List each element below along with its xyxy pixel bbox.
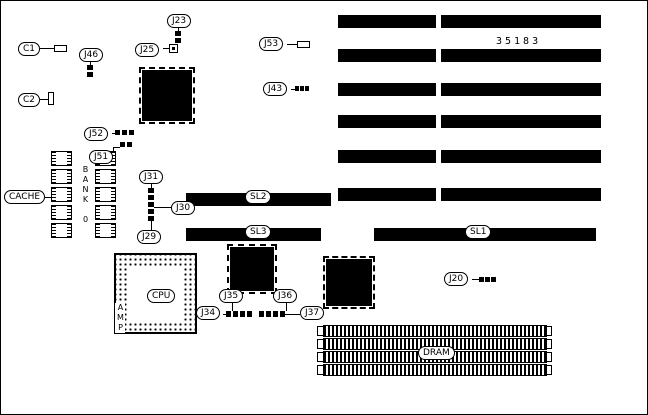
j43-jumper — [295, 86, 309, 91]
label-dram: DRAM — [418, 346, 455, 360]
slot-key-notch — [436, 150, 441, 163]
simm-socket-4 — [323, 364, 547, 376]
label-j43: J43 — [263, 82, 288, 96]
label-sl3: SL3 — [245, 225, 272, 239]
label-j31: J31 — [139, 170, 164, 184]
expansion-slot-4 — [338, 115, 601, 128]
chip-pin-fringe — [227, 244, 277, 294]
leader-line — [113, 147, 120, 148]
leader-line — [112, 133, 115, 134]
j52-jumper — [115, 130, 134, 135]
controller-chip — [142, 70, 192, 121]
label-j46: J46 — [79, 48, 104, 62]
cache-chip — [51, 169, 72, 184]
cache-chip — [95, 205, 116, 220]
leader-line — [40, 48, 54, 49]
cache-chip — [95, 187, 116, 202]
label-j35: J35 — [219, 289, 244, 303]
bank0-text: BANK 0 — [81, 165, 90, 225]
leader-line — [151, 221, 152, 230]
expansion-slot-5 — [338, 150, 601, 163]
leader-line — [44, 197, 51, 198]
label-j30: J30 — [171, 201, 196, 215]
label-j23: J23 — [167, 14, 192, 28]
cache-chip — [95, 169, 116, 184]
leader-line — [178, 27, 179, 31]
leader-line — [163, 48, 169, 49]
slot-key-notch — [436, 188, 441, 201]
leader-line — [286, 302, 287, 311]
label-cache: CACHE — [4, 190, 46, 204]
leader-line — [151, 183, 152, 188]
label-c2: C2 — [18, 93, 41, 107]
label-j29: J29 — [137, 230, 162, 244]
leader-line — [113, 147, 114, 151]
j36-j37-jumper — [259, 311, 285, 317]
j20-jumper — [479, 277, 496, 282]
c2-capacitor — [48, 92, 54, 105]
simm-socket-1 — [323, 325, 547, 337]
expansion-slot-1 — [338, 15, 601, 28]
leader-line — [40, 99, 48, 100]
chip-pin-fringe — [139, 67, 195, 124]
chip-pin-fringe — [323, 256, 375, 309]
label-j25: J25 — [135, 43, 160, 57]
part-number: 35183 — [496, 36, 542, 47]
cache-chip — [51, 205, 72, 220]
j25-connector — [169, 44, 178, 53]
chipset-chip-1 — [230, 247, 274, 291]
label-j36: J36 — [273, 289, 298, 303]
leader-line — [232, 302, 233, 311]
label-cpu: CPU — [147, 289, 176, 303]
expansion-slot-6 — [338, 188, 601, 201]
label-c1: C1 — [18, 42, 41, 56]
label-sl2: SL2 — [245, 190, 272, 204]
slot-key-notch — [436, 115, 441, 128]
label-j51: J51 — [89, 150, 114, 164]
cache-chip — [95, 223, 116, 238]
label-j34: J34 — [196, 306, 221, 320]
j23-jumper — [175, 31, 181, 43]
leader-line — [90, 61, 91, 65]
j25-pin — [172, 47, 175, 50]
leader-line — [285, 314, 300, 315]
j46-jumper — [87, 65, 93, 77]
expansion-slot-3 — [338, 83, 601, 96]
slot-key-notch — [436, 49, 441, 62]
slot-key-notch — [436, 83, 441, 96]
label-j20: J20 — [444, 272, 469, 286]
leader-line — [287, 44, 297, 45]
leader-line — [291, 89, 295, 90]
cache-chip — [51, 187, 72, 202]
chipset-chip-2 — [326, 259, 372, 306]
cache-chip — [51, 223, 72, 238]
leader-line — [223, 314, 226, 315]
label-j53: J53 — [259, 37, 284, 51]
label-sl1: SL1 — [465, 225, 492, 239]
amp-socket-text: AMP — [115, 303, 125, 333]
c1-capacitor — [54, 45, 67, 52]
leader-line — [472, 279, 479, 280]
j31-j29-jumper-column — [148, 188, 154, 221]
slot-key-notch — [436, 15, 441, 28]
expansion-slot-2 — [338, 49, 601, 62]
label-j52: J52 — [84, 127, 109, 141]
j53-connector — [297, 41, 310, 48]
j51-jumper — [120, 142, 132, 147]
label-j37: J37 — [300, 306, 325, 320]
cache-chip — [51, 151, 72, 166]
leader-line — [154, 207, 171, 208]
j34-j35-jumper — [226, 311, 252, 317]
